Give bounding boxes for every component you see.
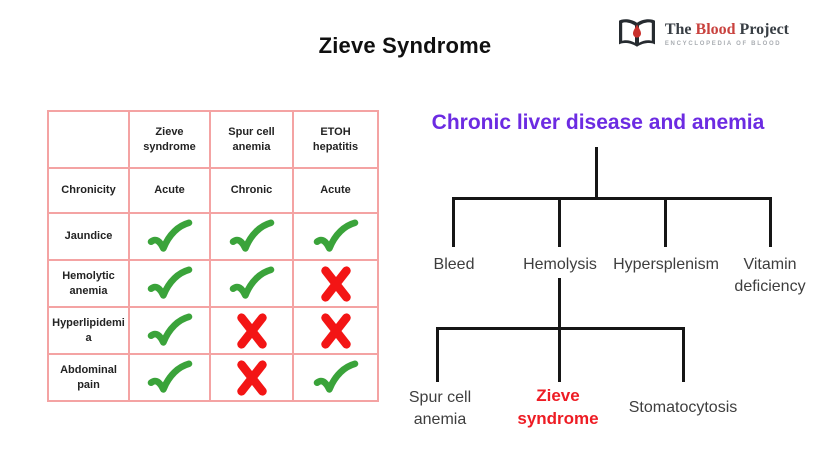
red-cross-icon [209, 353, 294, 402]
tree-node-spur-cell-anemia: Spur cell anemia [408, 389, 472, 429]
green-check-icon [209, 259, 294, 308]
red-cross-icon [292, 306, 379, 355]
row-label: Abdominal pain [47, 353, 130, 402]
tree-connector-line [436, 327, 439, 382]
brand-blood-word: Blood [695, 21, 736, 39]
column-header-zieve-syndrome: Zieve syndrome [128, 110, 211, 169]
row-label: Jaundice [47, 212, 130, 261]
blood-project-logo: The Blood Project ENCYCLOPEDIA OF BLOOD [617, 17, 789, 51]
table-row-chronicity: Chronicity Acute Chronic Acute [47, 167, 379, 214]
tree-connector-line [558, 327, 561, 382]
tree-connector-line [595, 147, 598, 200]
cell-value: Acute [292, 167, 379, 214]
tree-node-hypersplenism: Hypersplenism [613, 256, 719, 273]
brand-name: The Blood Project [664, 21, 789, 39]
green-check-icon [128, 353, 211, 402]
diagram-title: Chronic liver disease and anemia [431, 111, 765, 134]
brand-text-block: The Blood Project ENCYCLOPEDIA OF BLOOD [665, 21, 789, 47]
green-check-icon [128, 212, 211, 261]
table-header-row: Zieve syndrome Spur cell anemia ETOH hep… [47, 110, 379, 169]
tree-node-bleed: Bleed [433, 256, 475, 273]
red-cross-icon [292, 259, 379, 308]
column-header-etoh-hepatitis: ETOH hepatitis [292, 110, 379, 169]
comparison-table: Zieve syndrome Spur cell anemia ETOH hep… [47, 110, 379, 402]
table-row-abdominal-pain: Abdominal pain [47, 353, 379, 402]
green-check-icon [128, 259, 211, 308]
corner-cell [47, 110, 130, 169]
tree-connector-line [558, 197, 561, 247]
green-check-icon [292, 212, 379, 261]
tree-connector-line [664, 197, 667, 247]
green-check-icon [209, 212, 294, 261]
tree-connector-line [769, 197, 772, 247]
tree-connector-line [558, 278, 561, 330]
red-cross-icon [209, 306, 294, 355]
open-book-blood-drop-icon [617, 17, 657, 51]
cell-value: Chronic [209, 167, 294, 214]
tree-connector-line [452, 197, 772, 200]
table-row-jaundice: Jaundice [47, 212, 379, 261]
cell-value: Acute [128, 167, 211, 214]
tree-node-vitamin-deficiency: Vitamin deficiency [734, 256, 806, 296]
brand-tagline: ENCYCLOPEDIA OF BLOOD [664, 40, 782, 47]
table-row-hemolytic-anemia: Hemolytic anemia [47, 259, 379, 308]
column-header-spur-cell-anemia: Spur cell anemia [209, 110, 294, 169]
tree-node-hemolysis: Hemolysis [523, 256, 597, 273]
tree-node-stomatocytosis: Stomatocytosis [628, 399, 738, 416]
tree-connector-line [452, 197, 455, 247]
row-label: Chronicity [47, 167, 130, 214]
tree-connector-line [682, 327, 685, 382]
row-label: Hemolytic anemia [47, 259, 130, 308]
green-check-icon [292, 353, 379, 402]
table-row-hyperlipidemia: Hyperlipidemia [47, 306, 379, 355]
tree-node-zieve-syndrome: Zieve syndrome [517, 386, 599, 428]
page-title: Zieve Syndrome [318, 33, 492, 58]
row-label: Hyperlipidemia [47, 306, 130, 355]
green-check-icon [128, 306, 211, 355]
